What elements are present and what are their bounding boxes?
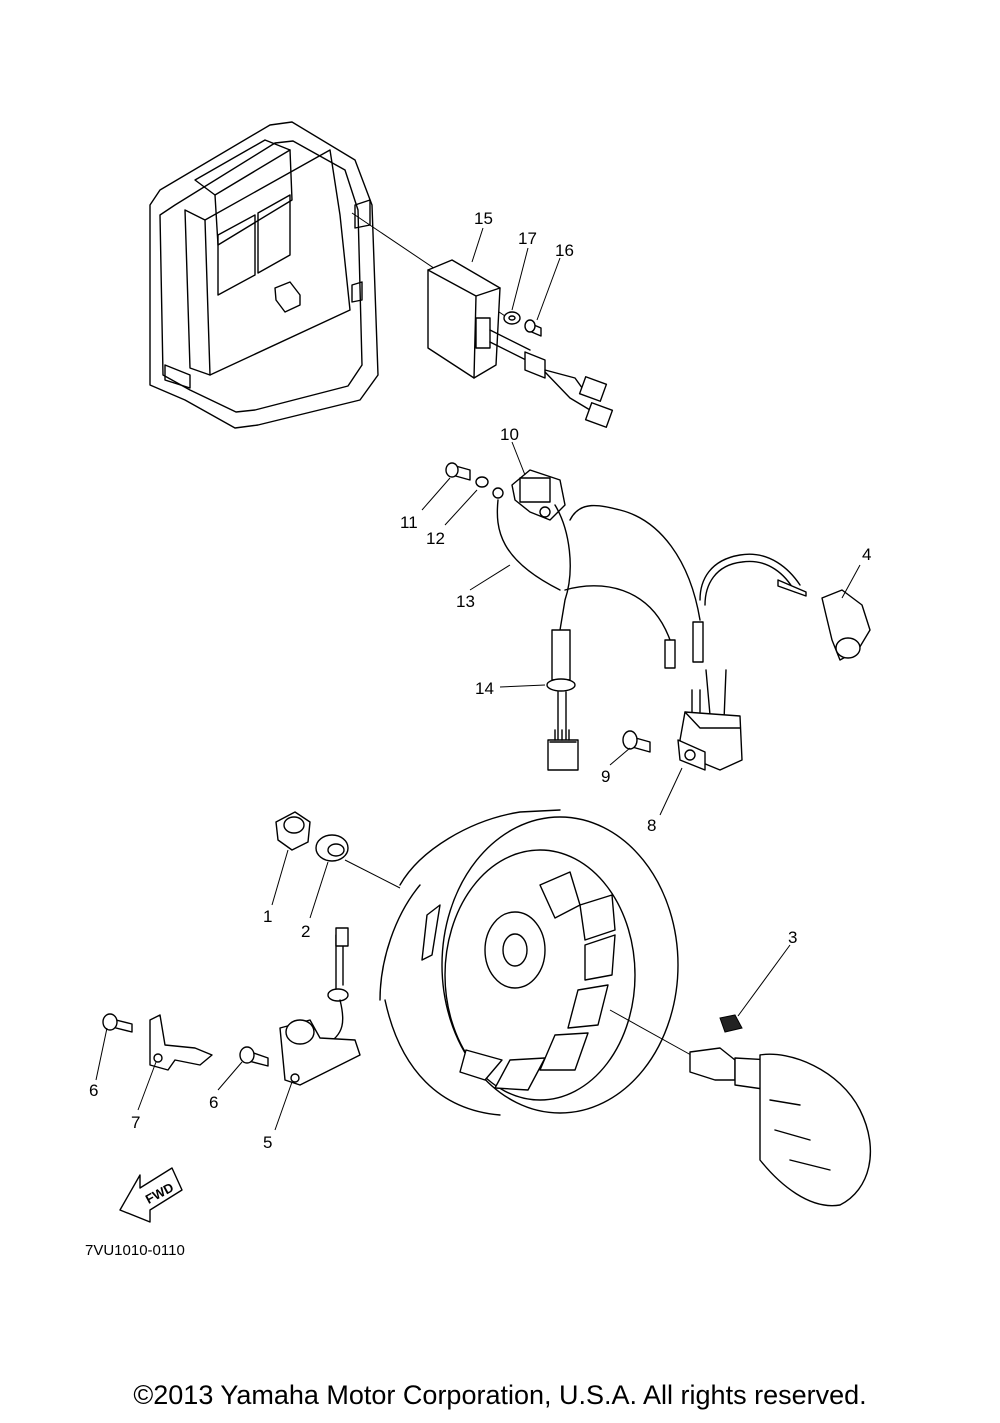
pulser-coil-5-illustration xyxy=(279,927,361,1086)
washer-12-illustration xyxy=(475,476,489,488)
callout-4: 4 xyxy=(862,545,871,564)
callout-9: 9 xyxy=(601,767,610,786)
ignition-coil-8-illustration xyxy=(677,669,743,771)
screw-16-illustration xyxy=(524,319,542,337)
bolt-6-right-illustration xyxy=(239,1046,269,1067)
washer-17-illustration xyxy=(503,311,521,325)
callout-5: 5 xyxy=(263,1133,272,1152)
callout-14: 14 xyxy=(475,679,494,698)
callout-8: 8 xyxy=(647,816,656,835)
forward-direction-arrow: FWD xyxy=(119,1167,183,1223)
callout-leaders xyxy=(95,227,861,1131)
callout-17: 17 xyxy=(518,229,537,248)
copyright-notice: ©2013 Yamaha Motor Corporation, U.S.A. A… xyxy=(133,1380,867,1410)
callout-3: 3 xyxy=(788,928,797,947)
callout-11: 11 xyxy=(400,513,418,532)
spark-plug-cap-4-illustration xyxy=(821,589,871,661)
drawing-code: 7VU1010-0110 xyxy=(85,1242,185,1259)
bolt-9-illustration xyxy=(622,730,651,753)
callout-6-right: 6 xyxy=(209,1093,218,1112)
flywheel-rotor-illustration xyxy=(379,809,679,1116)
leader-line xyxy=(609,1009,701,1061)
callout-13: 13 xyxy=(456,592,475,611)
leader-line xyxy=(344,859,401,889)
callout-16: 16 xyxy=(555,241,574,260)
callout-2: 2 xyxy=(301,922,310,941)
pickup-coil-10-illustration xyxy=(511,469,566,521)
callout-10: 10 xyxy=(500,425,519,444)
crankshaft-illustration xyxy=(689,1047,872,1207)
washer-2-illustration xyxy=(315,834,349,862)
callout-1: 1 xyxy=(263,907,272,926)
wire-harness-illustration xyxy=(492,487,807,771)
screw-11-illustration xyxy=(445,462,471,481)
callout-7: 7 xyxy=(131,1113,140,1132)
nut-1-illustration xyxy=(275,811,311,851)
cdi-housing-illustration xyxy=(149,121,379,429)
bracket-7-illustration xyxy=(149,1014,213,1071)
callout-12: 12 xyxy=(426,529,445,548)
bolt-6-left-illustration xyxy=(102,1013,133,1033)
callout-6-left: 6 xyxy=(89,1081,98,1100)
cdi-unit-illustration xyxy=(427,259,614,428)
callout-15: 15 xyxy=(474,209,493,228)
woodruff-key-3-illustration xyxy=(719,1014,743,1033)
